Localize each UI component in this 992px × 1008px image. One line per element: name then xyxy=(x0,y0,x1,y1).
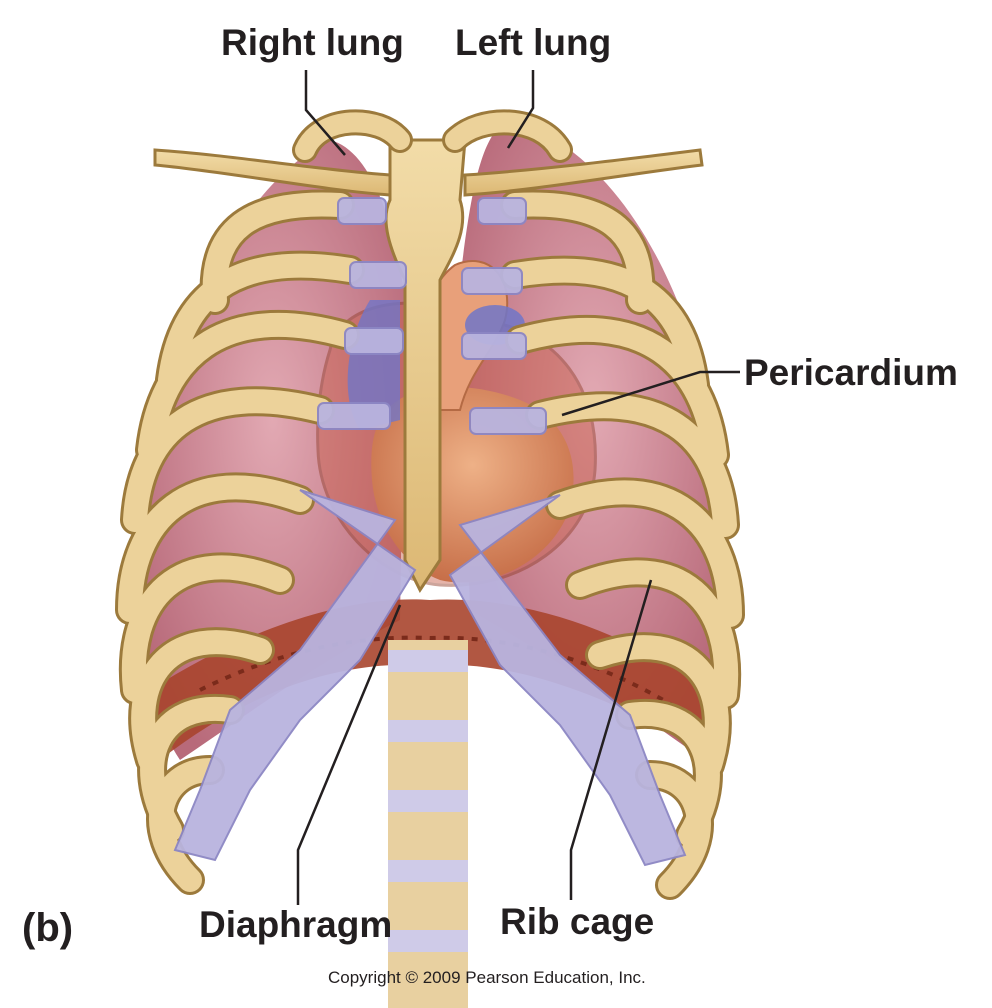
panel-label: (b) xyxy=(22,906,74,950)
leader-pericardium xyxy=(561,370,740,417)
diaphragm xyxy=(150,599,720,760)
leader-rib-cage xyxy=(569,579,653,900)
sternum xyxy=(384,138,467,593)
label-pericardium: Pericardium xyxy=(744,352,958,393)
leader-left-lung xyxy=(506,70,535,149)
label-rib-cage: Rib cage xyxy=(500,901,655,942)
label-right-lung: Right lung xyxy=(221,22,404,63)
costal-cartilage xyxy=(173,197,687,867)
leader-right-lung xyxy=(304,70,346,156)
label-diaphragm: Diaphragm xyxy=(199,904,393,945)
leader-diaphragm xyxy=(296,604,402,905)
left-clavicle xyxy=(463,148,704,197)
label-left-lung: Left lung xyxy=(455,22,612,63)
vertebral-column xyxy=(388,640,468,1008)
leader-lines xyxy=(296,70,740,905)
copyright-notice: Copyright © 2009 Pearson Education, Inc. xyxy=(328,968,646,987)
